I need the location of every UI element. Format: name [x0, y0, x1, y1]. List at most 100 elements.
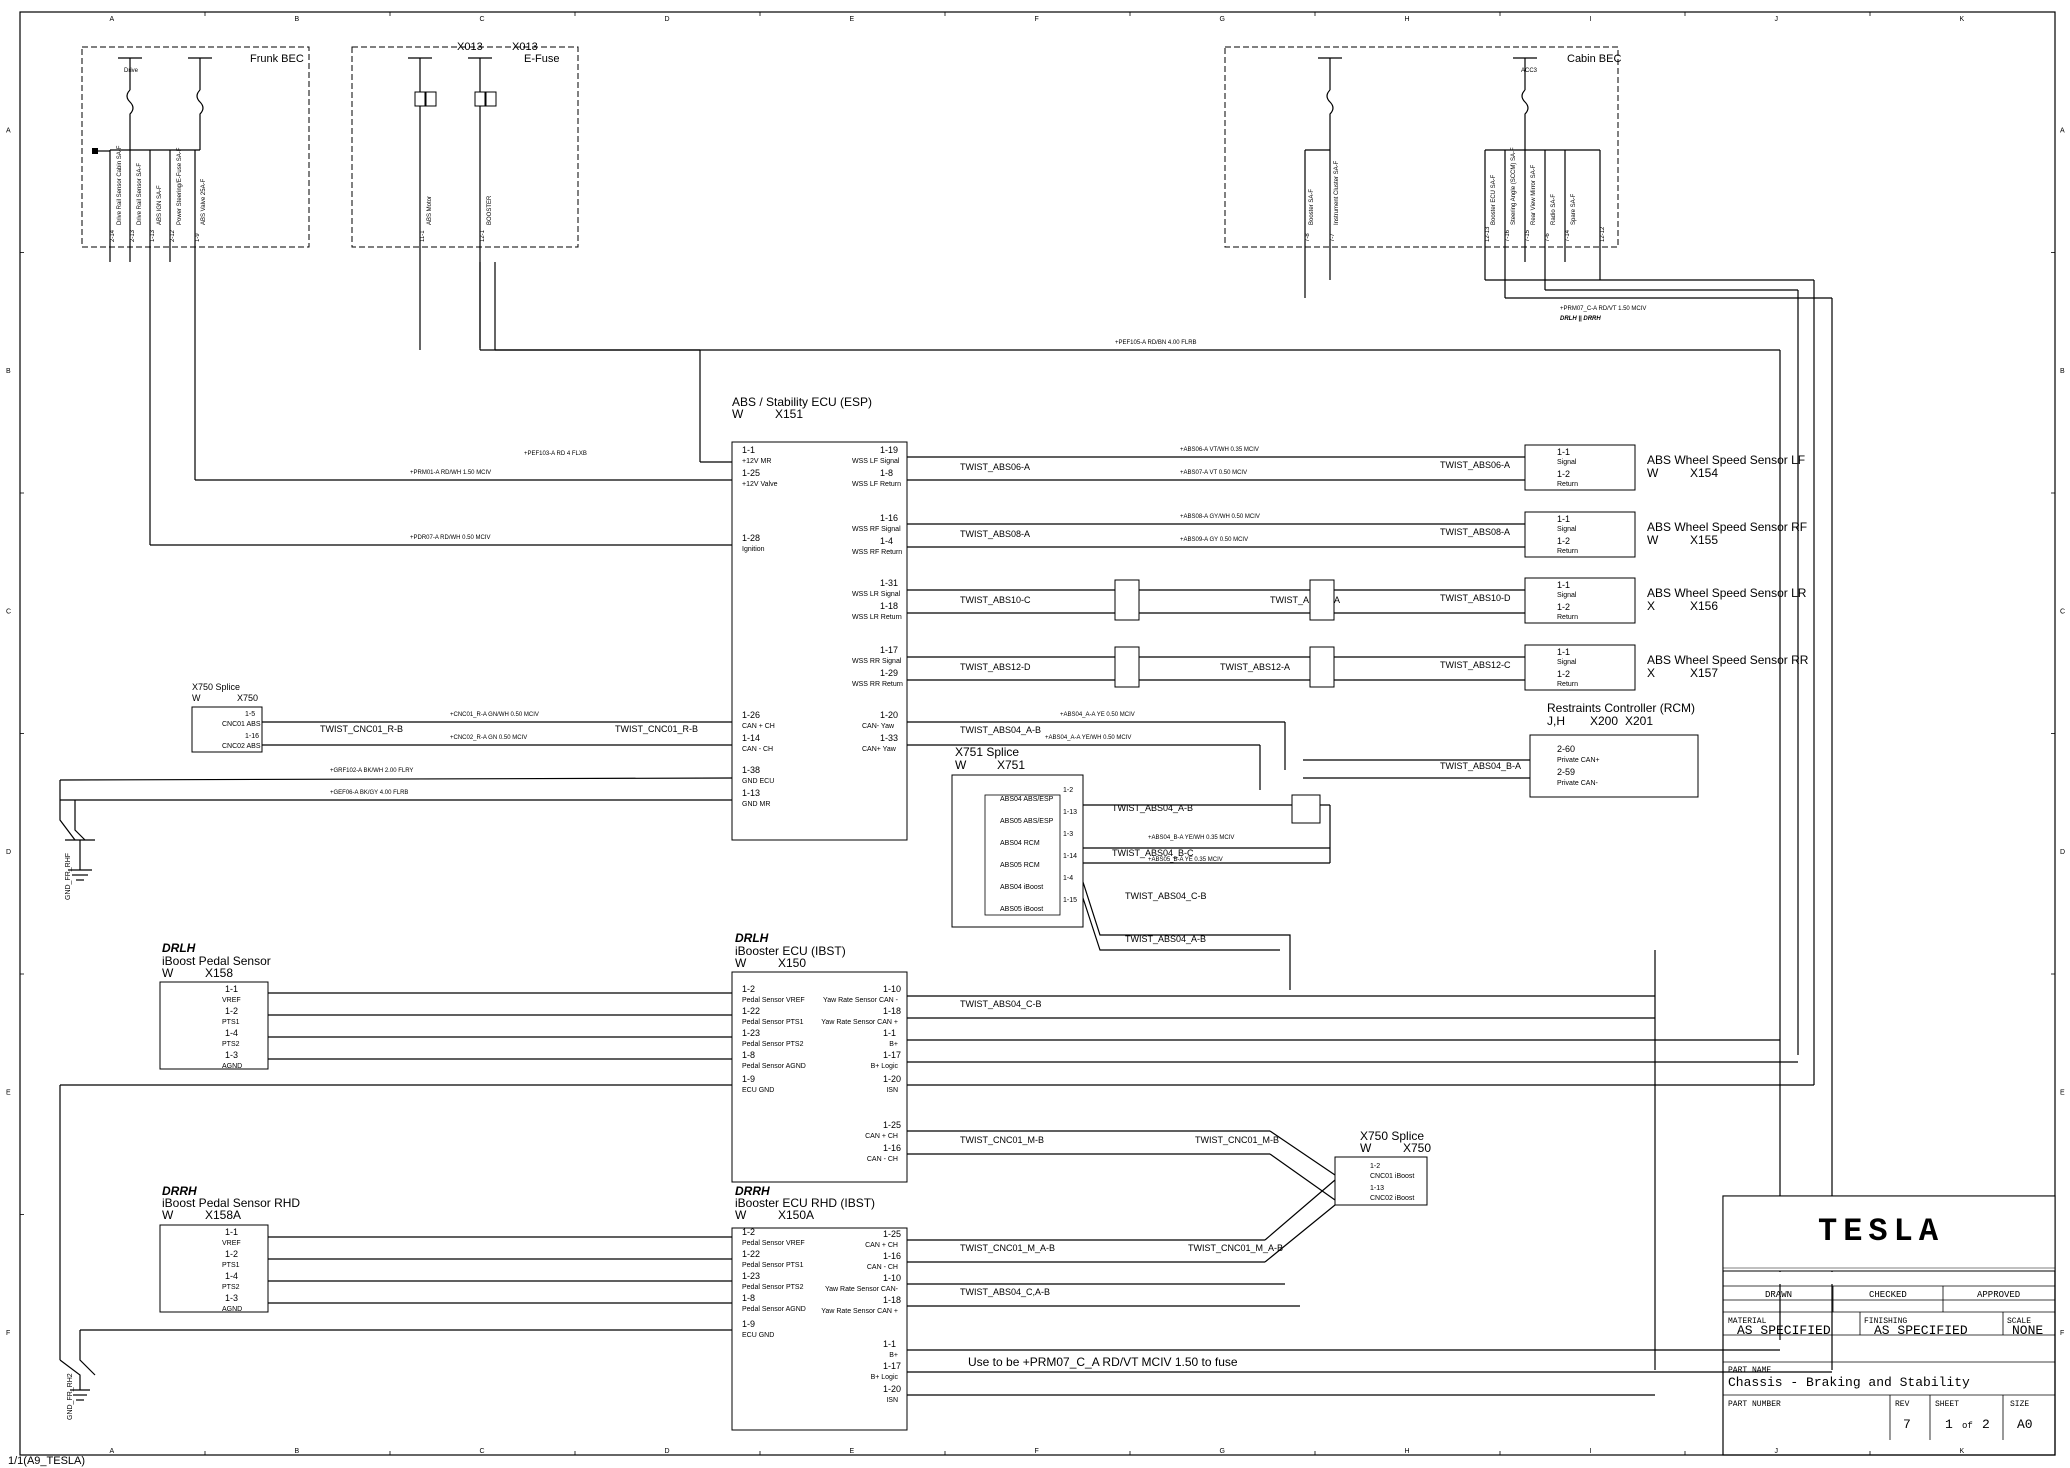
- pedal-tag: DRRH: [162, 1184, 197, 1198]
- pedal-pin: 1-3: [225, 1050, 238, 1060]
- twist-label: TWIST_ABS04_A-B: [960, 725, 1041, 735]
- cabin-pin: 12-12: [1600, 226, 1606, 242]
- sensor-pin: 1-2: [1557, 602, 1570, 612]
- esp-ecu: ABS / Stability ECU (ESP) W X151 1-1 +12…: [731, 395, 908, 841]
- frunk-bec: Frunk BEC Drive 2-14 2-13 1-13 2-12 1-9 …: [81, 46, 310, 262]
- ibst-pin-label: B+ Logic: [871, 1374, 899, 1381]
- twist-label: TWIST_CNC01_M_A-B: [960, 1243, 1055, 1253]
- grid-column-label: J: [1775, 16, 1779, 23]
- ibst-pin: 1-23: [742, 1271, 760, 1281]
- ibst-pin: 1-2: [742, 1227, 755, 1237]
- x751-pin-label: ABS04 ABS/ESP: [1000, 796, 1054, 803]
- sensor-box: [1524, 644, 1636, 691]
- efuse-box: X013 X013 E-Fuse 11-1 12-1 ABS Motor BOO…: [351, 41, 579, 262]
- grid-row-label: F: [2060, 1330, 2064, 1337]
- grid-column-label: G: [1220, 16, 1225, 23]
- grid-column-label: C: [480, 16, 485, 23]
- yaw-can-wiring: TWIST_ABS04_A-B +ABS04_A-A YE 0.50 MCIV …: [907, 712, 1530, 990]
- wire-label: +ABS04_A-A YE 0.50 MCIV: [1060, 712, 1135, 718]
- efuse-circuit: BOOSTER: [487, 195, 493, 225]
- ibst-pin-label: Yaw Rate Sensor CAN +: [821, 1019, 898, 1026]
- esp-pin: 1-28: [742, 533, 760, 543]
- twist-label: TWIST_ABS12-D: [960, 662, 1031, 672]
- pedal-pin-label: PTS1: [222, 1262, 240, 1269]
- pedal-tag: DRLH: [162, 941, 196, 955]
- esp-pin: 1-38: [742, 765, 760, 775]
- ibst-pin: 1-22: [742, 1006, 760, 1016]
- sensor-box: [1524, 511, 1636, 558]
- wire-label: +ABS06-A VT/WH 0.35 MCIV: [1180, 447, 1259, 453]
- ibst-pin: 1-25: [883, 1229, 901, 1239]
- footer-label: 1/1(A9_TESLA): [8, 1455, 85, 1467]
- wire-label: +ABS09-A GY 0.50 MCIV: [1180, 537, 1248, 543]
- ibst-pin-label: CAN + CH: [865, 1133, 898, 1140]
- cabin-circuit: Radio SA-F: [1551, 194, 1557, 225]
- pedal-pin-label: VREF: [222, 1240, 241, 1247]
- twist-label: TWIST_ABS04_A-B: [1125, 934, 1206, 944]
- grid-column-label: F: [1035, 1448, 1039, 1455]
- grid-column-label: H: [1405, 16, 1410, 23]
- frunk-circuit: Power Steering/E-Fuse SA-F: [177, 147, 183, 225]
- title-size-label: SIZE: [2010, 1400, 2029, 1409]
- twist-label: TWIST_ABS04_C,A-B: [960, 1287, 1050, 1297]
- ibst-pin-label: ECU GND: [742, 1332, 774, 1339]
- twist-label: TWIST_CNC01_M_A-B: [1188, 1243, 1283, 1253]
- cabin-pin: 7-15: [1525, 229, 1531, 242]
- grid-column-label: K: [1960, 16, 1965, 23]
- esp-pin-label: +12V Valve: [742, 481, 778, 488]
- efuse-connector-left: X013: [457, 41, 483, 53]
- title-sheets: 2: [1982, 1417, 1990, 1432]
- title-scale-label: SCALE: [2007, 1317, 2031, 1326]
- sensor-pin-label: Return: [1557, 614, 1578, 621]
- note: Use to be +PRM07_C_A RD/VT MCIV 1.50 to …: [968, 1355, 1238, 1369]
- cabin-pin: 12-13: [1485, 226, 1491, 242]
- twist-label: TWIST_CNC01_M-B: [960, 1135, 1044, 1145]
- cabin-fuse-label: ACC3: [1521, 68, 1538, 74]
- ibst-pin-label: Pedal Sensor PTS2: [742, 1284, 804, 1291]
- splice-connector: X750: [1403, 1141, 1431, 1155]
- cabin-circuit: Rear View Mirror SA-F: [1531, 164, 1537, 225]
- rcm-connector: X200: [1590, 714, 1618, 728]
- ibst-pin-label: ECU GND: [742, 1087, 774, 1094]
- pedal-pin-label: PTS2: [222, 1041, 240, 1048]
- twist-label: TWIST_ABS12-C: [1440, 660, 1511, 670]
- ibst-pin-label: ISN: [886, 1397, 898, 1404]
- ibst-pin-label: Pedal Sensor PTS2: [742, 1041, 804, 1048]
- wire-label: +PEF105-A RD/BN 4.00 FLRB: [1115, 340, 1197, 346]
- efuse-connector-right: X013: [512, 41, 538, 53]
- sensor-variant: X: [1647, 666, 1655, 680]
- ibst-tag: DRRH: [735, 1184, 770, 1198]
- sensor-pin-label: Signal: [1557, 459, 1577, 466]
- esp-pin: 1-20: [880, 710, 898, 720]
- twist-label: TWIST_ABS04_C-B: [1125, 891, 1207, 901]
- title-scale: NONE: [2012, 1323, 2043, 1338]
- grid-column-label: D: [665, 16, 670, 23]
- esp-pin-label: Ignition: [742, 546, 765, 553]
- splice-pin-label: CNC02 ABS: [222, 743, 261, 750]
- esp-pin-label: WSS LR Signal: [852, 591, 901, 598]
- splice-variant: W: [192, 693, 201, 703]
- grid-row-label: E: [2060, 1089, 2065, 1096]
- pedal-connector: X158A: [205, 1208, 241, 1222]
- sensor-connector: X155: [1690, 533, 1718, 547]
- ibst-pin: 1-10: [883, 1273, 901, 1283]
- wire-label: +PDR07-A RD/WH 0.50 MCIV: [410, 535, 491, 541]
- title-material: AS SPECIFIED: [1737, 1323, 1831, 1338]
- x751-pin: 1-14: [1063, 853, 1077, 860]
- grid-column-label: J: [1775, 1448, 1779, 1455]
- esp-pin: 1-1: [742, 445, 755, 455]
- twist-label: TWIST_ABS08-A: [960, 529, 1030, 539]
- twist-label: TWIST_ABS10-C: [960, 595, 1031, 605]
- grid-row-label: A: [2060, 127, 2065, 134]
- esp-pin-label: WSS RF Signal: [852, 526, 901, 533]
- ibst-pin: 1-20: [883, 1074, 901, 1084]
- wire-label: +CNC01_R-A GN/WH 0.50 MCIV: [450, 712, 539, 718]
- x751-pin: 1-3: [1063, 831, 1073, 838]
- ibst-pin: 1-22: [742, 1249, 760, 1259]
- ibooster-ecu: DRLH iBooster ECU (IBST) W X150 1-2Pedal…: [731, 931, 908, 1183]
- grid-row-label: F: [6, 1330, 10, 1337]
- cabin-circuit: Booster ECU SA-F: [1491, 174, 1497, 225]
- frunk-circuit: Drive Rail Sensor Cabin SA-F: [117, 145, 123, 225]
- x751-variant: W: [955, 758, 967, 772]
